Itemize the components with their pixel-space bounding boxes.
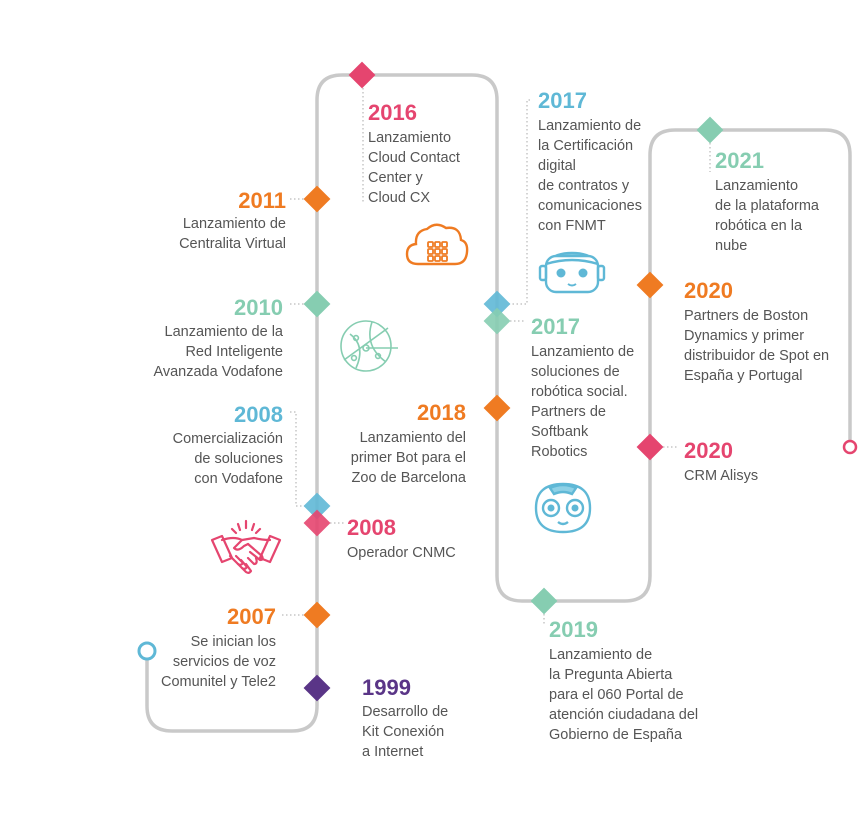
desc-2017-robotica: Lanzamiento de soluciones de robótica so…	[531, 344, 635, 460]
year-2008-cnmc: 2008	[347, 515, 396, 540]
timeline-end-circle	[842, 439, 858, 455]
desc-2011: Lanzamiento de Centralita Virtual	[179, 216, 286, 252]
timeline-start-circle	[137, 641, 157, 661]
desc-2020-crm: CRM Alisys	[684, 468, 759, 484]
desc-2007: Se inician los servicios de voz Comunite…	[161, 634, 276, 690]
cloud-keypad-icon	[405, 223, 469, 266]
connector-2008b	[290, 411, 305, 507]
connector-2017a	[509, 99, 530, 305]
year-2016: 2016	[368, 100, 417, 125]
diamond-2010	[303, 290, 331, 318]
desc-1999: Desarrollo de Kit Conexión a Internet	[362, 704, 449, 760]
desc-2010: Lanzamiento de la Red Inteligente Avanza…	[153, 324, 283, 380]
diamond-1999	[303, 674, 331, 702]
diamond-2016	[348, 61, 376, 89]
desc-2020-boston: Partners de Boston Dynamics y primer dis…	[684, 308, 830, 384]
network-globe-icon	[340, 320, 398, 372]
diamond-2008a	[303, 509, 331, 537]
handshake-icon	[210, 519, 282, 574]
year-1999: 1999	[362, 675, 411, 700]
timeline-path	[145, 73, 852, 733]
robot-head-icon	[538, 251, 606, 294]
desc-2008-cnmc: Operador CNMC	[347, 545, 456, 561]
year-2007: 2007	[227, 604, 276, 629]
desc-2021: Lanzamiento de la plataforma robótica en…	[715, 178, 819, 254]
diamond-2020b	[636, 433, 664, 461]
diamond-2018	[483, 394, 511, 422]
diamond-2021	[696, 116, 724, 144]
desc-2018: Lanzamiento del primer Bot para el Zoo d…	[350, 430, 466, 486]
year-2010: 2010	[234, 295, 283, 320]
desc-2019: Lanzamiento de la Pregunta Abierta para …	[549, 647, 699, 743]
year-2017-robotica: 2017	[531, 314, 580, 339]
diamond-2011	[303, 185, 331, 213]
year-2019: 2019	[549, 617, 598, 642]
year-2017-fnmt: 2017	[538, 88, 587, 113]
diamond-2017b	[483, 307, 511, 335]
diamond-2019	[530, 587, 558, 615]
year-2018: 2018	[417, 400, 466, 425]
desc-2017-fnmt: Lanzamiento de la Certificación digital …	[538, 118, 642, 234]
diamond-2007	[303, 601, 331, 629]
humanoid-robot-icon	[534, 482, 592, 534]
year-2020-boston: 2020	[684, 278, 733, 303]
year-2021: 2021	[715, 148, 764, 173]
year-2008-vodafone: 2008	[234, 402, 283, 427]
desc-2016: Lanzamiento Cloud Contact Center y Cloud…	[368, 130, 460, 206]
year-2011: 2011	[238, 188, 286, 213]
year-2020-crm: 2020	[684, 438, 733, 463]
diamond-2020a	[636, 271, 664, 299]
desc-2008-vodafone: Comercialización de soluciones con Vodaf…	[172, 431, 283, 487]
